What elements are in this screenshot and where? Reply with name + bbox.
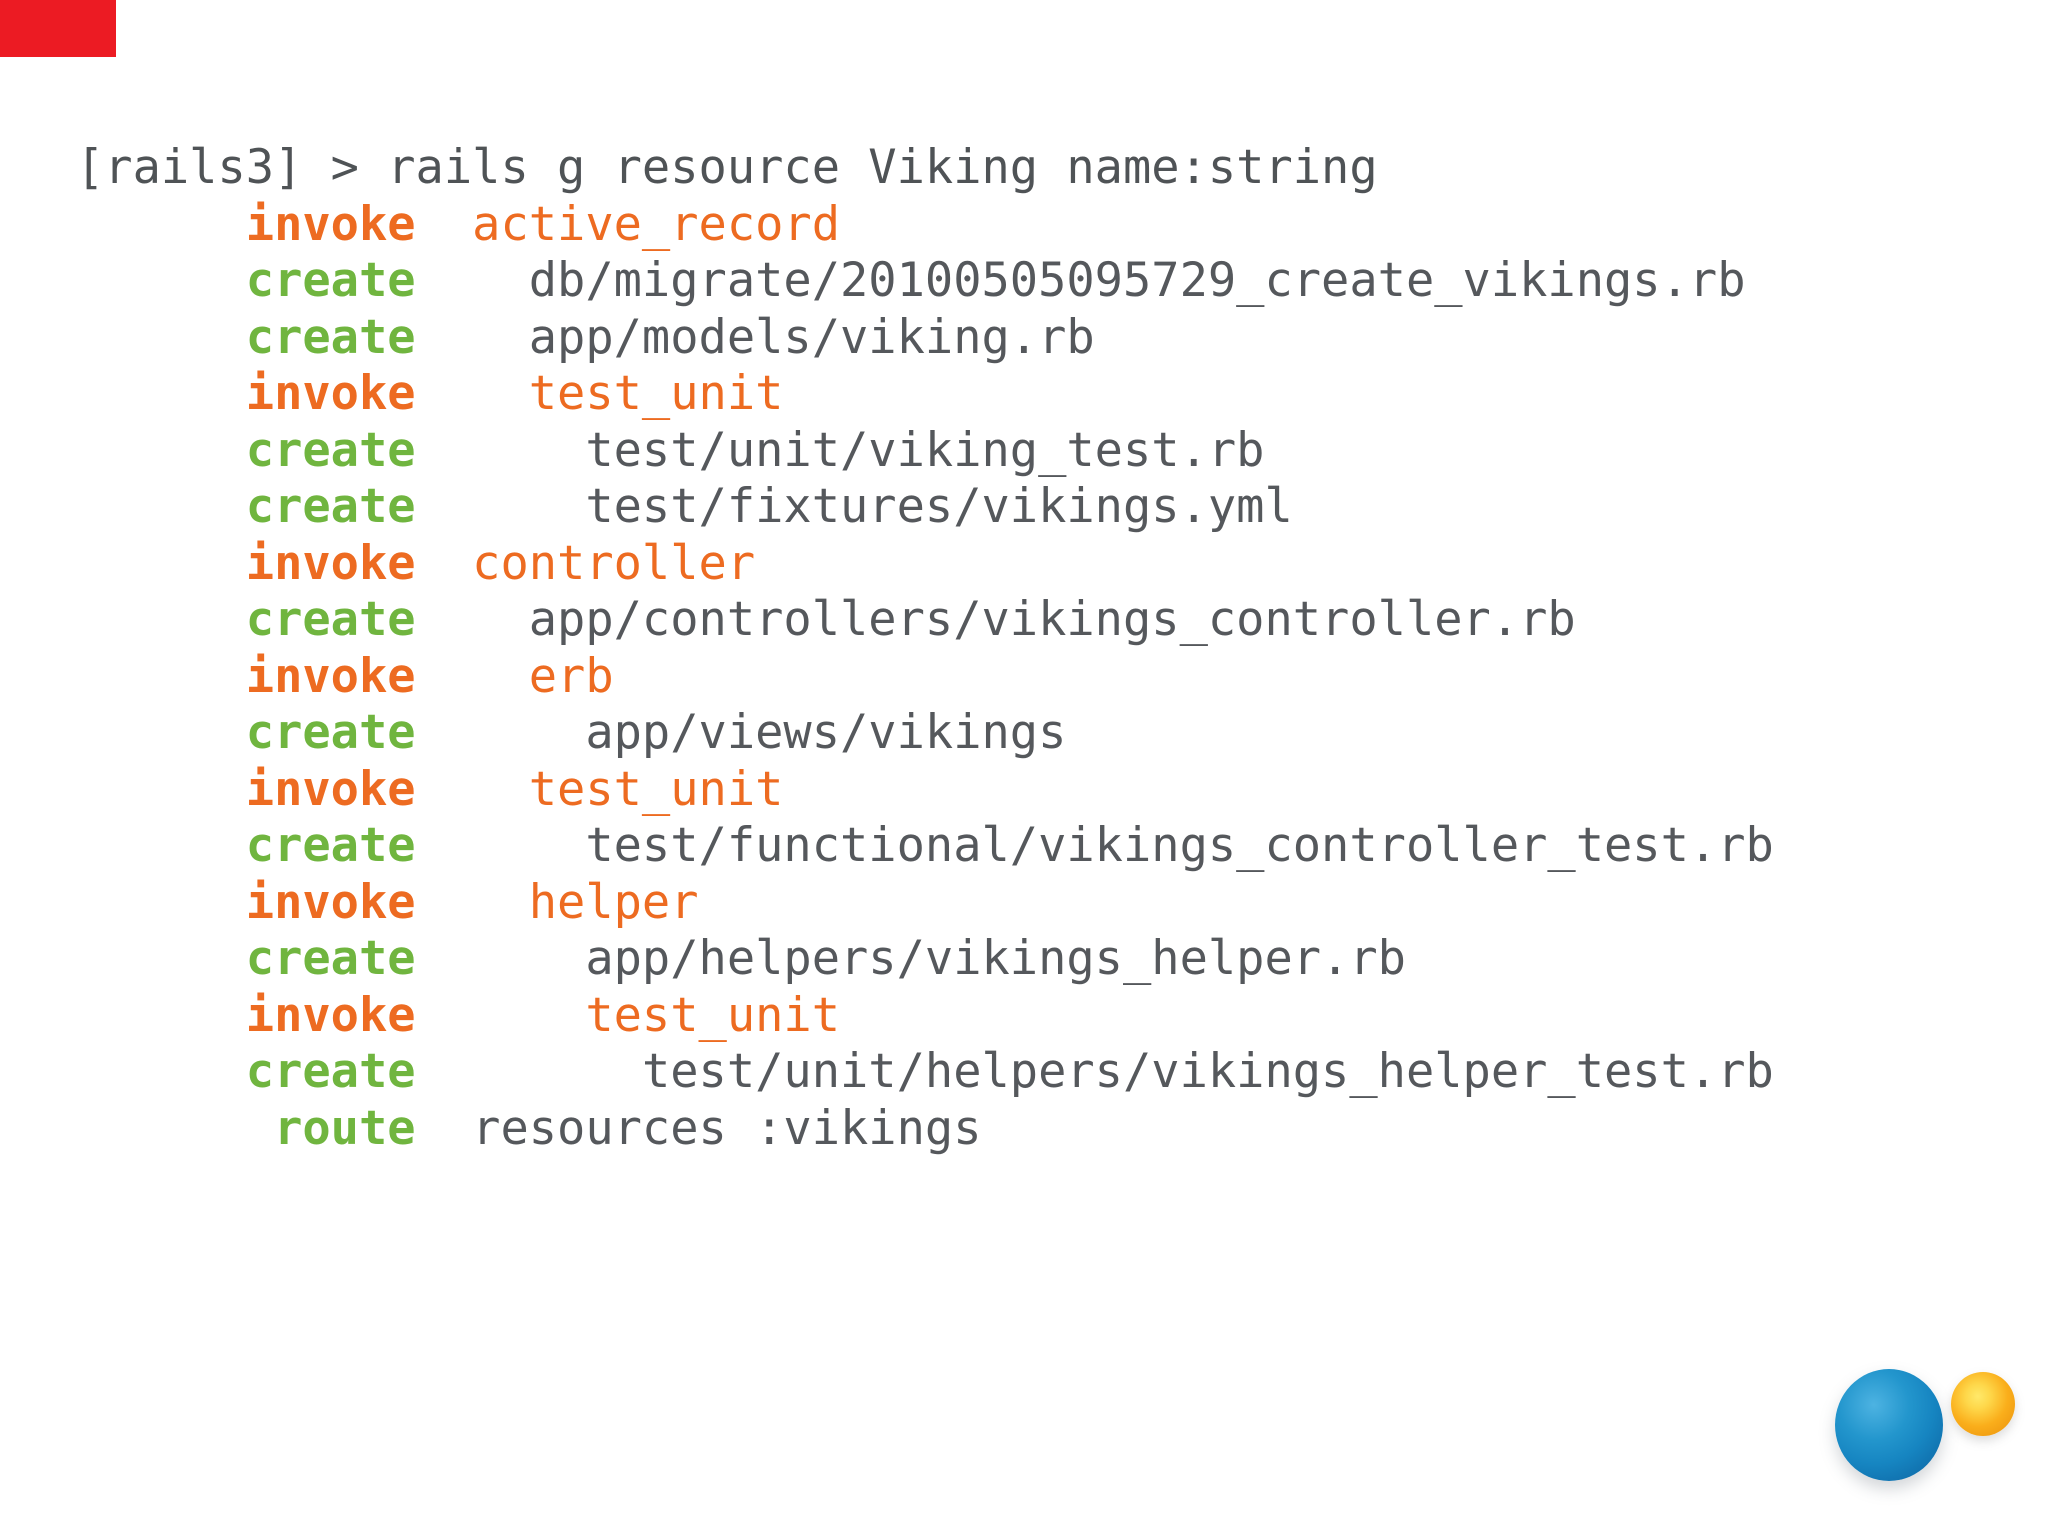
file-path: app/helpers/vikings_helper.rb — [585, 931, 1406, 986]
file-path: db/migrate/20100505095729_create_vikings… — [528, 253, 1746, 308]
keyword-invoke: invoke — [245, 874, 416, 930]
generator-name: helper — [528, 874, 699, 930]
terminal-line: create db/migrate/20100505095729_create_… — [76, 253, 1774, 310]
blue-sphere — [1835, 1369, 1943, 1481]
keyword-create: create — [245, 931, 416, 986]
red-accent-bar — [0, 0, 116, 57]
keyword-route: route — [274, 1100, 416, 1156]
keyword-create: create — [245, 253, 416, 308]
keyword-invoke: invoke — [245, 196, 416, 252]
keyword-invoke: invoke — [245, 761, 416, 817]
terminal-line: create test/functional/vikings_controlle… — [76, 818, 1774, 875]
terminal-line: [rails3] > rails g resource Viking name:… — [76, 140, 1774, 197]
keyword-create: create — [245, 309, 416, 365]
route-entry: resources :vikings — [472, 1100, 982, 1156]
generator-name: active_record — [472, 196, 841, 252]
terminal-line: create app/views/vikings — [76, 705, 1774, 762]
keyword-create: create — [245, 592, 416, 647]
generator-name: test_unit — [585, 987, 841, 1043]
keyword-invoke: invoke — [245, 366, 416, 421]
command-prompt: [rails3] > rails g resource Viking name:… — [76, 140, 1378, 195]
keyword-invoke: invoke — [245, 535, 416, 591]
file-path: test/fixtures/vikings.yml — [585, 479, 1293, 534]
keyword-invoke: invoke — [245, 648, 416, 704]
keyword-create: create — [245, 1044, 416, 1099]
generator-name: erb — [528, 648, 614, 704]
terminal-line: invoke controller — [76, 536, 1774, 593]
terminal-line: create test/fixtures/vikings.yml — [76, 479, 1774, 536]
keyword-create: create — [245, 422, 416, 478]
terminal-line: invoke test_unit — [76, 988, 1774, 1045]
terminal-line: create test/unit/helpers/vikings_helper_… — [76, 1044, 1774, 1101]
generator-name: controller — [472, 535, 756, 591]
orange-sphere — [1951, 1372, 2015, 1436]
file-path: test/unit/viking_test.rb — [585, 422, 1265, 478]
terminal-line: create test/unit/viking_test.rb — [76, 423, 1774, 480]
file-path: app/views/vikings — [585, 705, 1067, 760]
terminal-output: [rails3] > rails g resource Viking name:… — [76, 140, 1774, 1157]
terminal-line: invoke active_record — [76, 197, 1774, 254]
keyword-create: create — [245, 479, 416, 534]
terminal-line: create app/controllers/vikings_controlle… — [76, 592, 1774, 649]
keyword-create: create — [245, 818, 416, 873]
terminal-line: create app/models/viking.rb — [76, 310, 1774, 367]
generator-name: test_unit — [528, 366, 784, 421]
file-path: app/controllers/vikings_controller.rb — [528, 592, 1576, 647]
keyword-create: create — [245, 705, 416, 760]
terminal-line: invoke erb — [76, 649, 1774, 706]
terminal-line: invoke test_unit — [76, 366, 1774, 423]
terminal-line: route resources :vikings — [76, 1101, 1774, 1158]
terminal-line: invoke test_unit — [76, 762, 1774, 819]
keyword-invoke: invoke — [245, 987, 416, 1043]
generator-name: test_unit — [528, 761, 784, 817]
file-path: test/functional/vikings_controller_test.… — [585, 818, 1774, 873]
file-path: app/models/viking.rb — [528, 309, 1095, 365]
file-path: test/unit/helpers/vikings_helper_test.rb — [641, 1044, 1774, 1099]
terminal-line: create app/helpers/vikings_helper.rb — [76, 931, 1774, 988]
terminal-line: invoke helper — [76, 875, 1774, 932]
